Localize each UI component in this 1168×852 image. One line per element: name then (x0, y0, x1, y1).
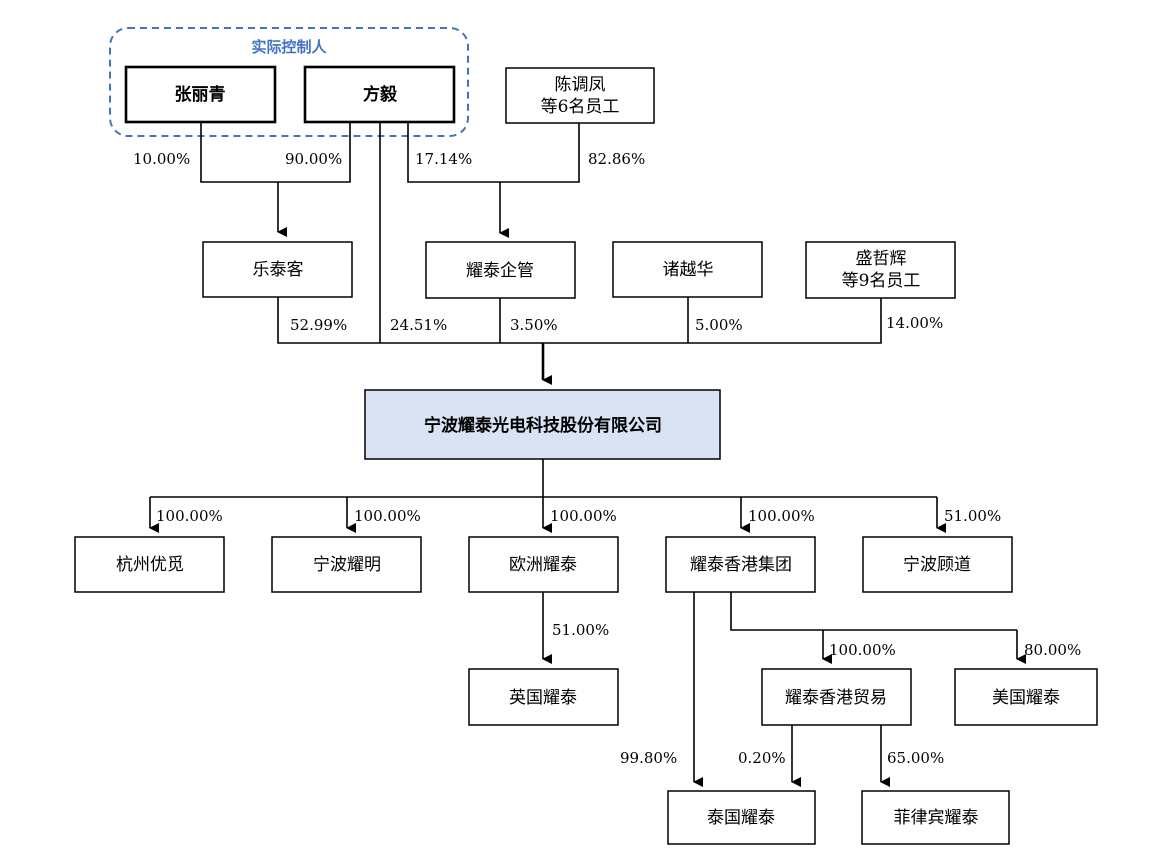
node-letaike-label: 乐泰客 (253, 260, 304, 280)
node-zhu: 诸越华 (612, 241, 763, 298)
node-fang-label: 方毅 (363, 84, 398, 105)
node-chen-line2: 等6名员工 (541, 97, 620, 117)
pct-trade-th: 0.20% (738, 749, 786, 767)
connector-lines (149, 122, 1026, 787)
percentage-labels: 10.00% 90.00% 17.14% 82.86% 52.99% 24.51… (133, 150, 1081, 767)
pct-qiguan-company: 3.50% (510, 316, 558, 334)
pct-ozyt-uk: 51.00% (552, 621, 609, 639)
node-hk-group-label: 耀泰香港集团 (690, 555, 792, 575)
pct-zhang-letaike: 10.00% (133, 150, 190, 168)
node-zhang: 张丽青 (124, 65, 277, 124)
actual-controller-title: 实际控制人 (251, 38, 327, 56)
node-chen: 陈调凤 等6名员工 (505, 67, 655, 124)
pct-fang-qiguan: 17.14% (415, 150, 472, 168)
node-hz-label: 杭州优觅 (116, 555, 184, 575)
node-yaotai-qiguan: 耀泰企管 (425, 241, 576, 299)
node-ozyt-label: 欧洲耀泰 (509, 555, 577, 575)
node-hk-trade-label: 耀泰香港贸易 (785, 688, 887, 708)
actual-controller-group: 实际控制人 (109, 27, 469, 137)
node-ozyt: 欧洲耀泰 (468, 536, 619, 593)
node-letaike: 乐泰客 (202, 241, 353, 298)
pct-company-hz: 100.00% (156, 507, 223, 525)
pct-zhu-company: 5.00% (695, 316, 743, 334)
node-hk-trade: 耀泰香港贸易 (761, 668, 912, 726)
node-usyt-label: 美国耀泰 (992, 688, 1060, 708)
node-usyt: 美国耀泰 (954, 668, 1098, 726)
line-hk-bus (730, 592, 1017, 631)
pct-company-nbym: 100.00% (354, 507, 421, 525)
node-hz: 杭州优觅 (74, 536, 225, 593)
pct-hk-us: 80.00% (1024, 641, 1081, 659)
node-fang: 方毅 (303, 65, 456, 124)
line-fang-chen-to-qiguan (407, 122, 580, 183)
node-nbgd-label: 宁波顾道 (903, 555, 971, 575)
node-yaotai-qiguan-label: 耀泰企管 (466, 261, 534, 281)
pct-hk-th: 99.80% (620, 749, 677, 767)
node-sheng-line2: 等9名员工 (842, 271, 921, 291)
node-ukyt-label: 英国耀泰 (509, 688, 577, 708)
pct-fang-letaike: 90.00% (285, 150, 342, 168)
node-nbgd: 宁波顾道 (862, 536, 1013, 593)
pct-company-nbgd: 51.00% (944, 507, 1001, 525)
pct-trade-ph: 65.00% (887, 749, 944, 767)
node-ukyt: 英国耀泰 (468, 668, 619, 726)
node-nbym: 宁波耀明 (271, 536, 422, 593)
pct-company-ozyt: 100.00% (550, 507, 617, 525)
node-phyt-label: 菲律宾耀泰 (894, 808, 979, 828)
line-zhang-fang-to-letaike (200, 122, 351, 183)
pct-hk-trade: 100.00% (829, 641, 896, 659)
node-zhu-label: 诸越华 (663, 260, 714, 280)
node-company-label: 宁波耀泰光电科技股份有限公司 (424, 415, 662, 436)
node-sheng-line1: 盛哲辉 (856, 249, 907, 269)
pct-company-hk: 100.00% (748, 507, 815, 525)
node-thyt-label: 泰国耀泰 (707, 808, 775, 828)
node-hk-group: 耀泰香港集团 (665, 536, 816, 593)
node-chen-line1: 陈调凤 (555, 75, 606, 95)
pct-letaike-company: 52.99% (290, 316, 347, 334)
pct-chen-qiguan: 82.86% (588, 150, 645, 168)
node-phyt: 菲律宾耀泰 (861, 790, 1010, 845)
node-thyt: 泰国耀泰 (667, 790, 816, 845)
node-company: 宁波耀泰光电科技股份有限公司 (364, 389, 721, 460)
line-company-bus (277, 297, 882, 344)
pct-fang-company: 24.51% (390, 316, 447, 334)
node-sheng: 盛哲辉 等9名员工 (805, 241, 956, 299)
pct-sheng-company: 14.00% (886, 314, 943, 332)
node-zhang-label: 张丽青 (175, 84, 226, 105)
node-nbym-label: 宁波耀明 (313, 555, 381, 575)
